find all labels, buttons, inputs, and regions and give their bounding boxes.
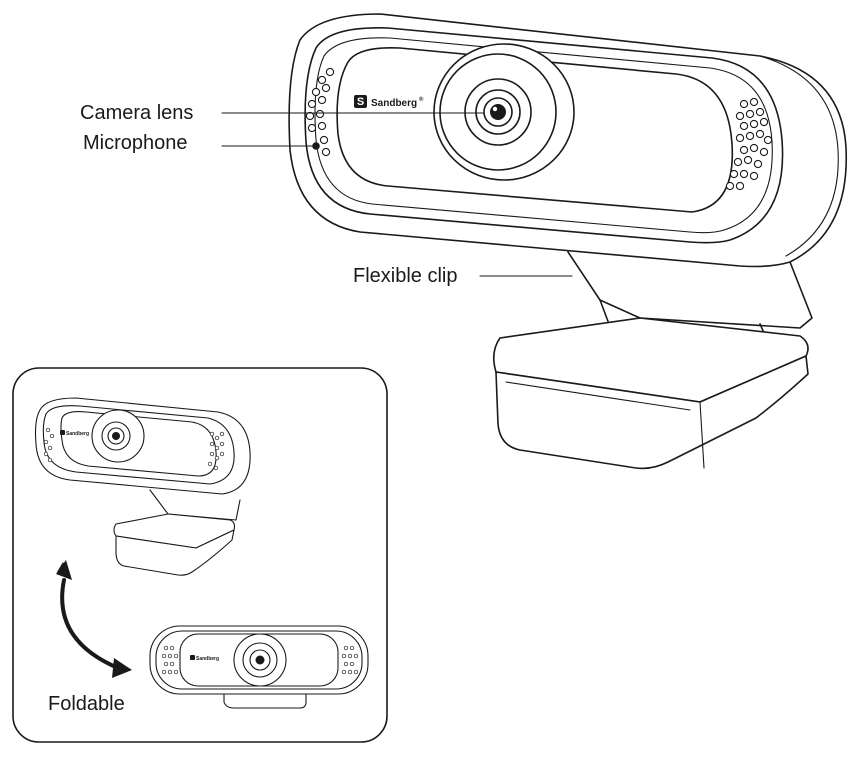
inset-webcam-folded: Sandberg — [149, 625, 369, 709]
inset-brand-name: Sandberg — [66, 431, 89, 437]
microphone-grille-left — [305, 67, 335, 157]
inset-folded-mic-holes-left — [161, 645, 179, 675]
inset-folded-brand-name: Sandberg — [196, 656, 219, 662]
flexible-clip — [492, 251, 813, 470]
curved-double-arrow-icon — [56, 560, 132, 678]
inset-mic-holes-left — [43, 427, 55, 463]
camera-lens-label: Camera lens — [80, 102, 193, 124]
foldable-label: Foldable — [48, 693, 125, 715]
brand-trademark: ® — [419, 96, 424, 103]
inset-folded-mic-holes-right — [341, 645, 359, 675]
main-webcam: S Sandberg ® — [288, 13, 848, 470]
flexible-clip-label: Flexible clip — [353, 265, 457, 287]
callout-microphone: Microphone — [83, 132, 313, 154]
brand-name: Sandberg — [371, 98, 417, 109]
callout-camera-lens: Camera lens — [80, 102, 485, 124]
microphone-hole — [312, 142, 320, 150]
microphone-grille-right — [725, 97, 773, 191]
callout-flexible-clip: Flexible clip — [353, 265, 573, 287]
foldable-inset: Sandberg — [12, 367, 388, 743]
inset-webcam-unfolded: Sandberg — [34, 397, 251, 576]
microphone-label: Microphone — [83, 132, 188, 154]
camera-lens — [433, 43, 575, 181]
inset-mic-holes-right — [207, 431, 225, 471]
brand-mark: S — [357, 96, 364, 108]
sandberg-logo-icon: S Sandberg ® — [354, 95, 424, 109]
